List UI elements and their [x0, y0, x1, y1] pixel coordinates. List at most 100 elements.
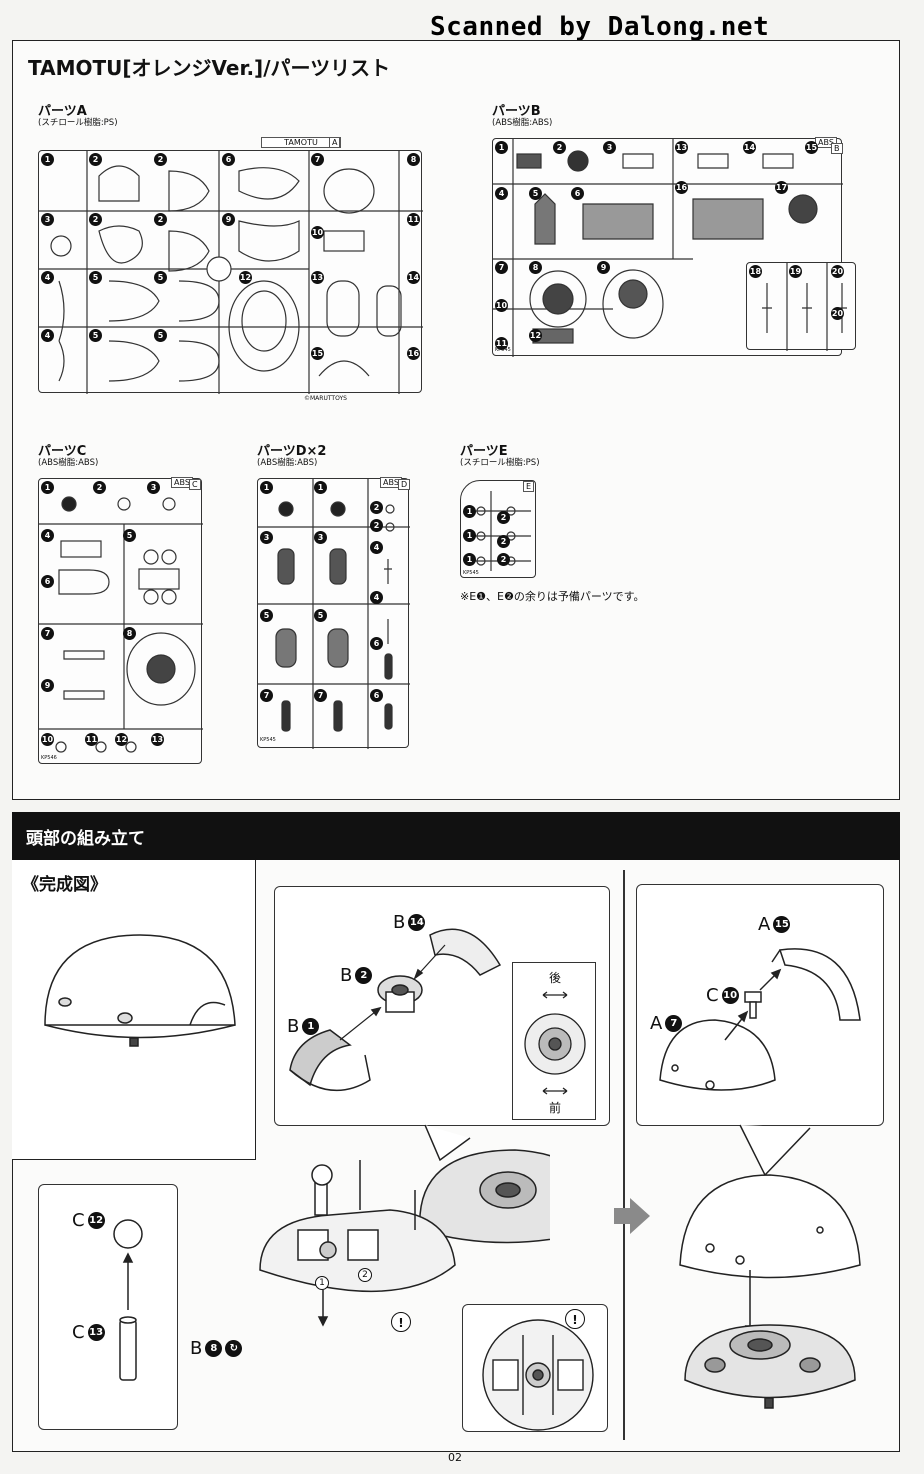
part-b-number: 8: [529, 261, 542, 274]
sprue-d-code: KP545: [260, 737, 276, 743]
callout-number: 12: [87, 1212, 105, 1229]
sprue-c-letter: C: [189, 479, 201, 490]
part-e-number: 2: [497, 535, 510, 548]
shell-parts-drawing: [659, 948, 861, 1091]
part-a-number: 5: [89, 329, 102, 342]
part-c-number: 5: [123, 529, 136, 542]
part-a-number: 13: [311, 271, 324, 284]
part-c-number: 4: [41, 529, 54, 542]
part-c-number: 7: [41, 627, 54, 640]
part-a-number: 6: [222, 153, 235, 166]
part-b-number: 18: [749, 265, 762, 278]
part-b-number: 12: [529, 329, 542, 342]
caution-icon: !: [565, 1309, 585, 1329]
sprue-a-label: パーツA: [38, 104, 87, 119]
part-d-number: 7: [260, 689, 273, 702]
part-d-number: 6: [370, 637, 383, 650]
callout-letter: A: [758, 914, 771, 935]
sprue-a-frame: TAMOTU A ©MARUTTOYS 1 2 2 6 7 8 3 2 2 9 …: [38, 137, 423, 402]
assembly-divider: [623, 870, 625, 1440]
assembly-header-bar: [12, 812, 900, 860]
part-d-number: 6: [370, 689, 383, 702]
sprue-e-label: パーツE: [460, 444, 508, 459]
callout-number: 14: [408, 914, 426, 931]
part-d-number: 3: [314, 531, 327, 544]
orientation-front-label: 前: [549, 1101, 562, 1115]
callout-letter: B: [340, 965, 353, 986]
sprue-a-drawing: [39, 151, 423, 394]
scanner-watermark: Scanned by Dalong.net: [430, 12, 770, 42]
sprue-d-label: パーツD×2: [257, 444, 327, 459]
part-c-number: 2: [93, 481, 106, 494]
assembly-title: 頭部の組み立て: [26, 829, 145, 849]
step-marker-1: 1: [315, 1276, 329, 1290]
part-d-number: 1: [260, 481, 273, 494]
spare-parts-note: ※E❶、E❷の余りは予備パーツです。: [460, 590, 645, 603]
sprue-e-code: KP545: [463, 570, 479, 576]
rotate-icon: ↻: [225, 1340, 243, 1357]
part-d-number: 5: [260, 609, 273, 622]
part-b-number: 19: [789, 265, 802, 278]
parts-list-title: TAMOTU[オレンジVer.]/パーツリスト: [28, 56, 391, 80]
callout-number: 1: [302, 1018, 320, 1035]
part-b-number: 11: [495, 337, 508, 350]
part-a-number: 8: [407, 153, 420, 166]
sprue-d-letter: D: [398, 479, 411, 490]
head-base-assembly-drawing: [259, 1124, 550, 1327]
part-c-number: 6: [41, 575, 54, 588]
sprue-e-frame: E 1 2 1 2 1 2 KP545: [460, 480, 536, 578]
sprue-b-code: KP545: [495, 347, 511, 353]
part-e-number: 2: [497, 511, 510, 524]
sprue-e-material: (スチロール樹脂:PS): [460, 458, 540, 468]
orientation-detail-drawing: [524, 991, 586, 1095]
part-a-number: 9: [222, 213, 235, 226]
part-d-number: 2: [370, 501, 383, 514]
pin-step-box: [38, 1184, 178, 1430]
sprue-c-code: KP546: [41, 755, 57, 761]
callout-letter: B: [287, 1016, 300, 1037]
caution-detail-box: !: [462, 1304, 608, 1432]
sprue-b-subframe: 18 19 20 20: [746, 262, 856, 351]
part-a-number: 12: [239, 271, 252, 284]
sprue-b-letter: B: [831, 143, 843, 154]
part-e-number: 2: [497, 553, 510, 566]
part-b-number: 5: [529, 187, 542, 200]
part-a-number: 2: [154, 213, 167, 226]
part-d-number: 1: [314, 481, 327, 494]
part-c-number: 10: [41, 733, 54, 746]
sprue-a-tag: TAMOTU: [261, 137, 341, 148]
part-a-number: 11: [407, 213, 420, 226]
part-a-number: 10: [311, 226, 324, 239]
part-b-number: 3: [603, 141, 616, 154]
part-b-number: 16: [675, 181, 688, 194]
part-a-number: 5: [154, 271, 167, 284]
step-marker-2: 2: [358, 1268, 372, 1282]
callout-letter: C: [72, 1322, 85, 1343]
sprue-d-frame: ABS D 1 1 2 2 3 3 4 4 5 5 6 6 7 7 KP545: [257, 477, 411, 749]
part-a-number: 15: [311, 347, 324, 360]
part-c-number: 1: [41, 481, 54, 494]
completed-view-title: 《完成図》: [22, 875, 107, 895]
part-a-number: 1: [41, 153, 54, 166]
part-b-number: 6: [571, 187, 584, 200]
sprue-d-material: (ABS樹脂:ABS): [257, 458, 318, 468]
callout-letter: C: [706, 985, 719, 1006]
completed-head-illustration: [44, 934, 236, 1047]
part-d-number: 4: [370, 591, 383, 604]
sprue-e-letter: E: [523, 481, 535, 492]
part-a-number: 4: [41, 271, 54, 284]
callout-letter: B: [393, 912, 406, 933]
part-c-number: 3: [147, 481, 160, 494]
part-a-number: 7: [311, 153, 324, 166]
part-b-number: 9: [597, 261, 610, 274]
part-b-number: 7: [495, 261, 508, 274]
callout-letter: A: [650, 1013, 663, 1034]
callout-number: 8: [205, 1340, 223, 1357]
